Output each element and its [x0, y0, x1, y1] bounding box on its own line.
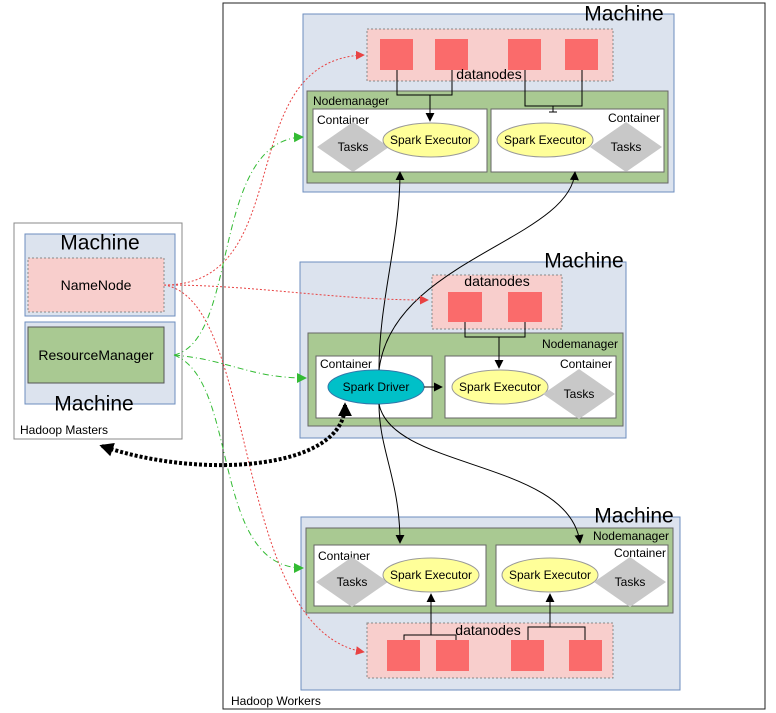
datanode-block [511, 640, 544, 671]
nodemanager-label: Nodemanager [542, 337, 618, 351]
datanode-block [569, 640, 602, 671]
datanode-connector [403, 593, 586, 640]
datanodes-group: datanodes [431, 273, 563, 330]
tasks-label: Tasks [564, 387, 595, 401]
spark-executor-label: Spark Executor [509, 568, 591, 582]
datanode-block [448, 292, 482, 322]
driver-executor-links [378, 171, 584, 544]
datanodes-group: datanodes [366, 28, 614, 82]
namenode-box[interactable] [27, 257, 165, 313]
container-label: Container [317, 113, 369, 127]
tasks-diamond [594, 557, 666, 607]
hdfs-links [163, 50, 429, 656]
worker-machine-2: Machine datanodes Nodemanager Container … [299, 250, 627, 439]
datanode-block [565, 39, 598, 70]
spark-executor-label: Spark Executor [390, 133, 472, 147]
datanode-block [435, 39, 468, 70]
tasks-diamond [317, 122, 389, 172]
container-label: Container [614, 546, 666, 560]
container-box: Container Spark Executor Tasks [444, 355, 617, 419]
spark-executor[interactable] [501, 557, 599, 593]
spark-executor[interactable] [496, 122, 594, 158]
container-label: Container [560, 357, 612, 371]
datanode-block [508, 292, 542, 322]
tasks-diamond [590, 122, 662, 172]
machine-label: Machine [594, 505, 673, 528]
container-label: Container [608, 111, 660, 125]
worker-machine-3: Machine Nodemanager Container Tasks Spar… [300, 505, 681, 691]
spark-executor-label: Spark Executor [504, 133, 586, 147]
driver-master-link [99, 402, 352, 468]
container-box: Container Spark Driver [315, 355, 433, 419]
spark-executor-label: Spark Executor [459, 380, 541, 394]
spark-executor[interactable] [451, 369, 549, 405]
container-box: Container Tasks Spark Executor [312, 108, 488, 173]
datanodes-group: datanodes [366, 622, 614, 679]
nodemanager-label: Nodemanager [313, 94, 389, 108]
datanodes-label: datanodes [455, 622, 520, 638]
container-box: Container Tasks Spark Executor [313, 544, 487, 607]
spark-driver-label: Spark Driver [343, 380, 410, 394]
machine-label: Machine [544, 250, 623, 273]
tasks-label: Tasks [611, 140, 642, 154]
hadoop-workers-label: Hadoop Workers [231, 694, 321, 708]
machine-label: Machine [584, 3, 663, 26]
container-box: Container Tasks Spark Executor [490, 108, 665, 173]
tasks-diamond [543, 369, 615, 419]
machine-label: Machine [54, 393, 133, 416]
namenode-label: NameNode [61, 277, 132, 293]
datanode-block [508, 39, 541, 70]
tasks-label: Tasks [338, 140, 369, 154]
spark-executor[interactable] [382, 557, 480, 593]
container-label: Container [320, 357, 372, 371]
machine-label: Machine [60, 232, 139, 255]
datanodes-label: datanodes [464, 273, 529, 289]
datanode-connector [396, 70, 583, 122]
datanode-block [387, 640, 420, 671]
resourcemanager-box[interactable] [27, 326, 165, 384]
hadoop-masters-label: Hadoop Masters [20, 423, 108, 437]
container-box: Container Spark Executor Tasks [495, 544, 669, 607]
yarn-links [173, 132, 307, 573]
nodemanager-label: Nodemanager [593, 529, 669, 543]
hadoop-masters-group: Hadoop Masters Machine NameNode Resource… [13, 222, 183, 440]
tasks-label: Tasks [615, 575, 646, 589]
datanode-block [436, 640, 469, 671]
datanode-block [380, 39, 413, 70]
datanodes-label: datanodes [456, 66, 521, 82]
worker-machine-1: Machine datanodes Nodemanager Container … [302, 3, 675, 193]
spark-executor[interactable] [382, 122, 480, 158]
tasks-diamond [316, 557, 388, 607]
resourcemanager-label: ResourceManager [38, 347, 154, 363]
tasks-label: Tasks [337, 575, 368, 589]
spark-executor-label: Spark Executor [390, 568, 472, 582]
datanode-connector [424, 322, 526, 392]
container-label: Container [318, 549, 370, 563]
